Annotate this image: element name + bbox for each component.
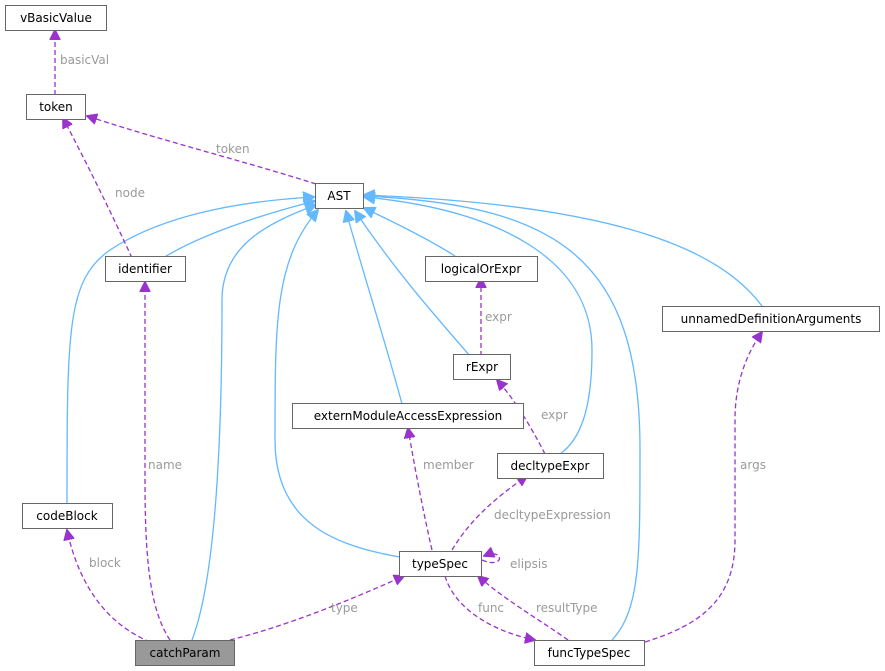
node-logicalorexpr-label: logicalOrExpr [441, 262, 522, 276]
node-identifier-label: identifier [118, 262, 172, 276]
edge-functypespec-typespec [478, 576, 569, 641]
label-member: member [423, 458, 474, 472]
label-args: args [740, 458, 766, 472]
edge-externmodule-ast [346, 211, 403, 405]
label-name: name [148, 458, 182, 472]
node-typespec[interactable]: typeSpec [399, 551, 482, 577]
label-resulttype: resultType [536, 601, 598, 615]
node-decltypeexpr-label: decltypeExpr [511, 459, 590, 473]
label-node: node [115, 186, 145, 200]
edge-rexpr-ast [355, 211, 471, 357]
node-rexpr[interactable]: rExpr [453, 354, 511, 380]
node-catchparam-label: catchParam [150, 646, 221, 660]
node-token[interactable]: token [26, 94, 86, 120]
node-functypespec-label: funcTypeSpec [548, 646, 631, 660]
node-externmoduleaccessexpression[interactable]: externModuleAccessExpression [292, 403, 524, 429]
edge-typespec-elipsis [481, 554, 501, 564]
node-identifier[interactable]: identifier [105, 256, 186, 282]
edge-catchparam-ast [191, 205, 316, 641]
label-func: func [478, 601, 504, 615]
edge-unnamed-ast [364, 195, 763, 307]
edge-logicalor-ast [364, 208, 456, 257]
node-logicalorexpr[interactable]: logicalOrExpr [425, 256, 538, 282]
node-vbasicvalue-label: vBasicValue [20, 11, 92, 25]
node-catchparam[interactable]: catchParam [135, 640, 235, 666]
edge-catchparam-codeblock [67, 530, 151, 643]
edge-catchparam-typespec [229, 576, 404, 641]
node-functypespec[interactable]: funcTypeSpec [534, 640, 645, 666]
edge-catchparam-identifier [145, 282, 171, 641]
node-unnameddefinitionarguments[interactable]: unnamedDefinitionArguments [662, 306, 880, 332]
label-token: token [216, 142, 250, 156]
node-codeblock[interactable]: codeBlock [22, 503, 113, 529]
node-vbasicvalue[interactable]: vBasicValue [5, 5, 107, 31]
label-type: type [331, 601, 358, 615]
node-codeblock-label: codeBlock [36, 509, 97, 523]
edge-functypespec-unnamed [644, 332, 762, 643]
label-elipsis: elipsis [510, 557, 548, 571]
edge-typespec-decltype [451, 476, 527, 551]
node-decltypeexpr[interactable]: decltypeExpr [497, 453, 604, 479]
label-expr-logical: expr [485, 310, 512, 324]
node-typespec-label: typeSpec [412, 557, 468, 571]
edge-identifier-ast [162, 201, 315, 259]
label-decltypeexpression: decltypeExpression [494, 508, 611, 522]
edge-ast-token [87, 116, 317, 185]
edge-typespec-ast [274, 210, 401, 558]
node-ast-label: AST [327, 189, 351, 203]
node-token-label: token [39, 100, 73, 114]
edge-codeblock-ast [66, 197, 314, 505]
label-basicval: basicVal [60, 53, 109, 67]
label-block: block [89, 556, 121, 570]
node-rexpr-label: rExpr [466, 360, 498, 374]
edge-decltype-rexpr [497, 380, 546, 455]
node-ast[interactable]: AST [315, 183, 364, 209]
edge-functypespec-ast [364, 196, 641, 641]
edge-typespec-functypespec [444, 575, 535, 640]
label-expr-rexpr: expr [541, 408, 568, 422]
node-unnameddefinitionarguments-label: unnamedDefinitionArguments [681, 312, 862, 326]
edge-identifier-token [63, 118, 133, 259]
node-externmoduleaccessexpression-label: externModuleAccessExpression [314, 409, 503, 423]
edge-decltype-ast [364, 197, 593, 455]
edge-typespec-externmodule [408, 428, 433, 551]
